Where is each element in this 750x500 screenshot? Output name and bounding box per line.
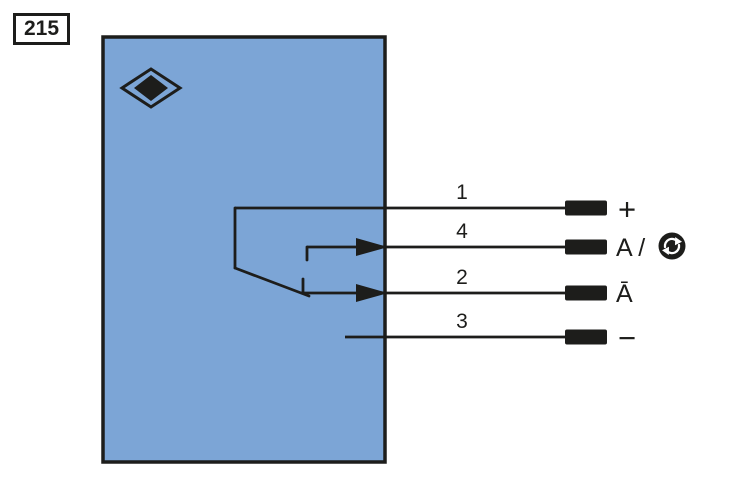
terminal-label-a-bar: Ā (616, 280, 633, 308)
figure-number-text: 215 (24, 17, 60, 40)
switch-moving-contact (233, 266, 311, 298)
arrow-right-icon-pin2 (356, 284, 388, 302)
diamond-outline (119, 67, 183, 109)
diamond-solid (134, 75, 168, 101)
internal-switch (233, 206, 311, 298)
icon-arrowhead-bottom (662, 246, 669, 255)
arrow-right-icon-pin4 (356, 238, 388, 256)
terminal-label-minus: − (618, 321, 636, 356)
pin-number-4: 4 (456, 220, 468, 243)
terminal-pin3 (565, 329, 607, 345)
pin-number-1: 1 (456, 181, 468, 204)
sensor-body (101, 35, 387, 464)
terminal-pin2 (565, 285, 607, 301)
icon-circle (658, 232, 686, 260)
pin-numbers: 1 4 2 3 (456, 181, 468, 333)
pin-number-3: 3 (456, 310, 468, 333)
terminal-pin1 (565, 200, 607, 216)
terminal-pin4 (565, 239, 607, 255)
terminal-label-plus: + (618, 192, 636, 227)
wires (235, 206, 568, 339)
terminals (565, 200, 607, 345)
pin-number-2: 2 (456, 266, 468, 289)
diamond-in-diamond-icon (119, 67, 183, 109)
figure-number: 215 (13, 13, 71, 46)
complementary-output-icon (658, 232, 686, 260)
terminal-label-a: A / (616, 234, 645, 262)
icon-arrowhead-top (675, 237, 682, 246)
